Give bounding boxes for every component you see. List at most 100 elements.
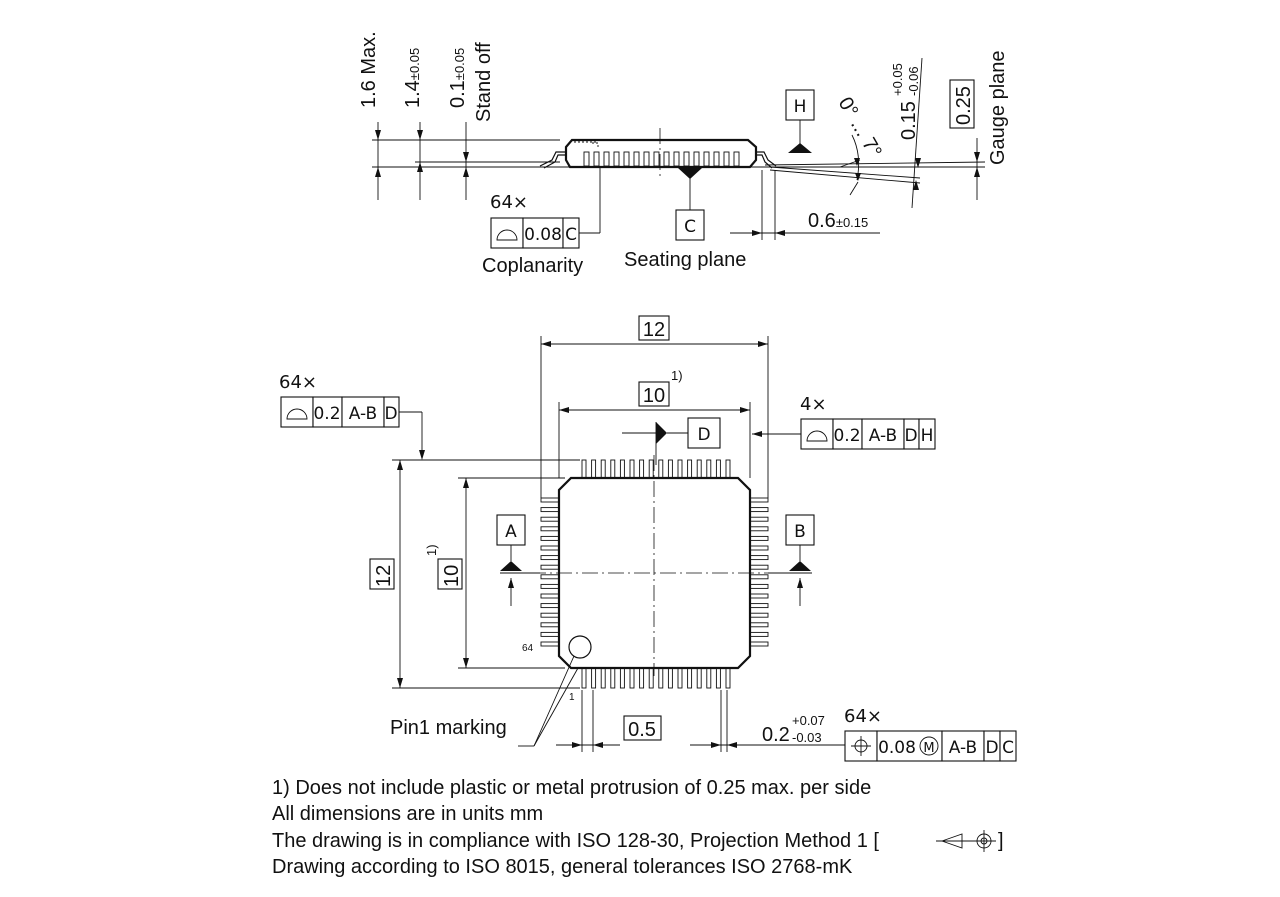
lead-left bbox=[540, 555, 560, 561]
pos-fcf-modifier: M bbox=[923, 741, 934, 756]
pin1-marking-circle bbox=[568, 635, 592, 659]
lead-top bbox=[696, 459, 702, 479]
lead-left bbox=[540, 593, 560, 599]
lead-side bbox=[603, 151, 610, 167]
lead-left-side bbox=[539, 151, 566, 167]
dim-foot-length: 0.6±0.15 bbox=[730, 170, 880, 240]
datum-a: A bbox=[496, 514, 540, 606]
side-pins bbox=[583, 151, 740, 167]
lead-right bbox=[749, 641, 769, 647]
lead-bottom bbox=[667, 667, 673, 689]
lead-left bbox=[540, 574, 560, 580]
datum-c-label: C bbox=[684, 217, 696, 237]
lead-right bbox=[749, 555, 769, 561]
dim-outer-height: 12 bbox=[369, 459, 580, 689]
leads-bottom-row bbox=[581, 667, 731, 689]
pos-fcf-count: 64× bbox=[844, 706, 882, 727]
lead-left bbox=[540, 545, 560, 551]
body-width-value: 10 bbox=[643, 385, 665, 407]
lead-right bbox=[749, 603, 769, 609]
note-line-4: Drawing according to ISO 8015, general t… bbox=[272, 856, 853, 878]
leads-right-column bbox=[749, 497, 769, 647]
lead-right bbox=[749, 535, 769, 541]
lead-bottom bbox=[677, 667, 683, 689]
body-thickness-value: 1.4 bbox=[402, 80, 424, 108]
lead-width-tol-minus: -0.03 bbox=[792, 730, 822, 745]
lead-left bbox=[540, 612, 560, 618]
lead-top bbox=[619, 459, 625, 479]
dim-standoff: 0.1±0.05 Stand off bbox=[447, 42, 495, 200]
lead-top bbox=[706, 459, 712, 479]
lead-thickness-value: 0.15 bbox=[898, 101, 920, 140]
lead-top bbox=[648, 459, 654, 479]
lead-top bbox=[581, 459, 587, 479]
svg-text:1.4±0.05: 1.4±0.05 bbox=[402, 48, 424, 108]
lead-side bbox=[663, 151, 670, 167]
svg-text:0.15: 0.15 bbox=[898, 101, 920, 140]
pin-1-label: 1 bbox=[569, 692, 575, 703]
foot-length-tol: ±0.15 bbox=[836, 215, 868, 230]
lead-bottom bbox=[581, 667, 587, 689]
lead-left bbox=[540, 516, 560, 522]
lead-right bbox=[749, 631, 769, 637]
right-fcf-datum-2: D bbox=[904, 426, 917, 446]
lead-side bbox=[703, 151, 710, 167]
lead-left bbox=[540, 497, 560, 503]
standoff-tol: ±0.05 bbox=[452, 48, 467, 80]
gauge-plane-label: Gauge plane bbox=[987, 50, 1009, 165]
height-max-label: 1.6 Max. bbox=[358, 31, 380, 108]
lead-right bbox=[749, 612, 769, 618]
right-fcf-datum-1: A-B bbox=[869, 426, 897, 446]
outer-width-value: 12 bbox=[643, 319, 665, 341]
lead-left bbox=[540, 622, 560, 628]
datum-b: B bbox=[768, 514, 815, 606]
lead-right bbox=[749, 574, 769, 580]
lead-bottom bbox=[706, 667, 712, 689]
coplanarity-label: Coplanarity bbox=[482, 255, 583, 277]
seating-plane-label: Seating plane bbox=[624, 249, 746, 271]
note-line-1: 1) Does not include plastic or metal pro… bbox=[272, 777, 871, 799]
pin1-marking-label: Pin1 marking bbox=[390, 717, 507, 739]
lead-bottom bbox=[591, 667, 597, 689]
pin1-marking-callout: Pin1 marking bbox=[390, 655, 579, 747]
datum-h-label: H bbox=[794, 97, 807, 117]
dim-lead-width: 0.2 +0.07 -0.03 bbox=[690, 690, 845, 752]
lead-bottom bbox=[715, 667, 721, 689]
gauge-value: 0.25 bbox=[953, 86, 975, 125]
side-view: 1.6 Max. 1.4±0.05 0.1±0.05 Stand off H bbox=[358, 31, 1009, 277]
svg-text:0.6±0.15: 0.6±0.15 bbox=[808, 210, 868, 232]
lead-side bbox=[623, 151, 630, 167]
lead-bottom bbox=[600, 667, 606, 689]
lead-side bbox=[593, 151, 600, 167]
lead-bottom bbox=[696, 667, 702, 689]
package-body-top bbox=[557, 476, 752, 670]
lead-top bbox=[600, 459, 606, 479]
datum-d-label: D bbox=[697, 425, 710, 445]
lead-left bbox=[540, 603, 560, 609]
pos-fcf-datum-2: D bbox=[985, 738, 998, 758]
lead-right bbox=[749, 545, 769, 551]
lead-left bbox=[540, 641, 560, 647]
lead-left bbox=[540, 535, 560, 541]
lead-side bbox=[583, 151, 590, 167]
lead-right bbox=[749, 583, 769, 589]
lead-top bbox=[667, 459, 673, 479]
datum-c: C Seating plane bbox=[624, 168, 746, 271]
lead-bottom bbox=[619, 667, 625, 689]
datum-b-label: B bbox=[794, 522, 806, 542]
lead-bottom bbox=[725, 667, 731, 689]
coplanarity-count: 64× bbox=[490, 192, 528, 213]
lead-top bbox=[715, 459, 721, 479]
lead-side bbox=[643, 151, 650, 167]
lead-top bbox=[658, 459, 664, 479]
lead-right bbox=[749, 593, 769, 599]
dim-outer-width: 12 bbox=[540, 315, 769, 498]
right-profile-callout: 4× 0.2 A-B D H bbox=[752, 394, 936, 450]
lead-top bbox=[610, 459, 616, 479]
lead-left bbox=[540, 631, 560, 637]
footnote-ref-height: 1) bbox=[424, 544, 439, 556]
dim-gauge: 0.25 Gauge plane bbox=[949, 50, 1009, 200]
lead-top bbox=[725, 459, 731, 479]
datum-a-label: A bbox=[505, 522, 517, 542]
body-thickness-tol: ±0.05 bbox=[407, 48, 422, 80]
